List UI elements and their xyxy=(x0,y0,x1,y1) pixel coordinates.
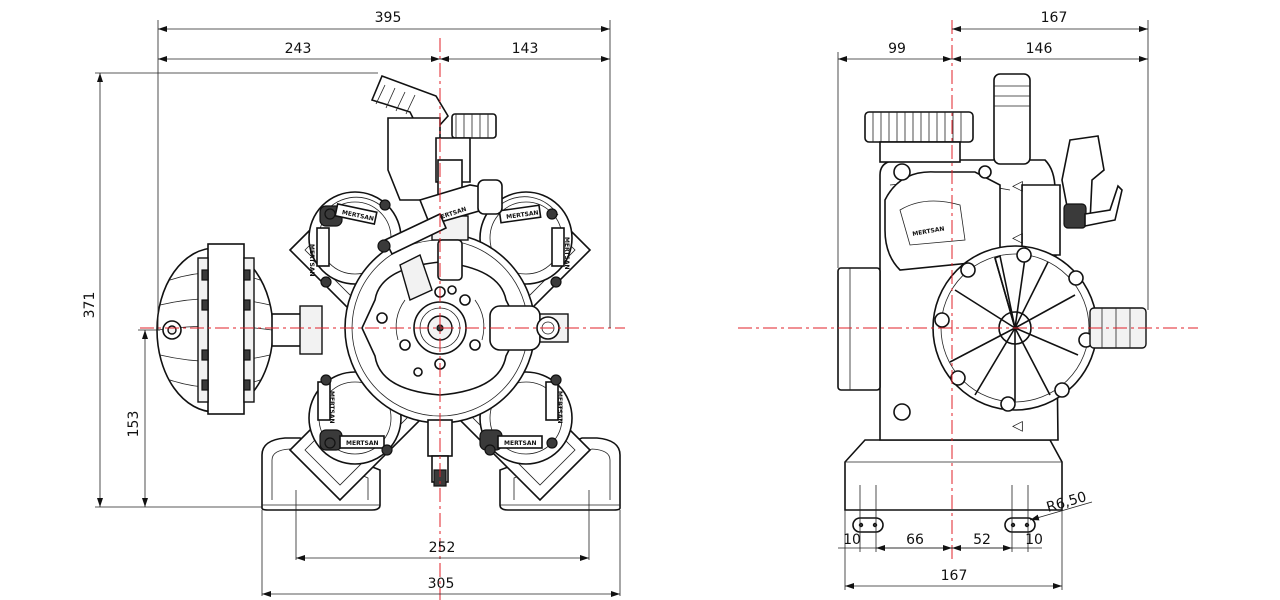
dim-slot-to-center-left: 66 xyxy=(906,532,924,548)
svg-text:MERTSAN: MERTSAN xyxy=(563,237,570,270)
dim-slot-width-right: 10 xyxy=(1025,532,1043,548)
dim-rear-to-center: 99 xyxy=(888,41,906,57)
pressure-accumulator xyxy=(156,243,323,415)
dim-shaft-height: 153 xyxy=(126,411,142,438)
svg-text:MERTSAN: MERTSAN xyxy=(328,391,335,424)
svg-text:◁: ◁ xyxy=(1012,230,1023,246)
svg-text:MERTSAN: MERTSAN xyxy=(346,440,379,447)
dim-side-base-depth: 167 xyxy=(941,568,968,584)
dim-side-overall-depth: 167 xyxy=(1041,10,1068,26)
dim-overall-width: 395 xyxy=(375,10,402,26)
svg-text:MERTSAN: MERTSAN xyxy=(308,244,315,277)
svg-text:MERTSAN: MERTSAN xyxy=(504,440,537,447)
svg-text:MERTSAN: MERTSAN xyxy=(506,209,539,220)
dim-left-of-center: 243 xyxy=(285,41,312,57)
dim-right-of-center: 143 xyxy=(512,41,539,57)
svg-text:◁: ◁ xyxy=(1012,418,1023,434)
regulator-valve: ◁ ◁ ◁ xyxy=(1012,135,1123,434)
dim-mount-spacing: 252 xyxy=(429,540,456,556)
dim-overall-height: 371 xyxy=(82,292,98,319)
dim-slot-to-center-right: 52 xyxy=(973,532,991,548)
svg-text:◁: ◁ xyxy=(1012,178,1023,194)
front-view: MERTSAN MERTSAN MERTSAN MERTSAN MERTSAN xyxy=(82,10,625,600)
mounting-slot-right xyxy=(1004,517,1036,533)
dim-base-width: 305 xyxy=(428,576,455,592)
dim-front-to-center: 146 xyxy=(1026,41,1053,57)
dim-slot-width-left: 10 xyxy=(843,532,861,548)
inlet-and-regulator: MERTSAN xyxy=(370,74,503,301)
svg-text:MERTSAN: MERTSAN xyxy=(556,391,563,424)
mounting-slot-left xyxy=(852,517,884,533)
side-view: MERTSAN ◁ ◁ ◁ xyxy=(738,10,1198,590)
